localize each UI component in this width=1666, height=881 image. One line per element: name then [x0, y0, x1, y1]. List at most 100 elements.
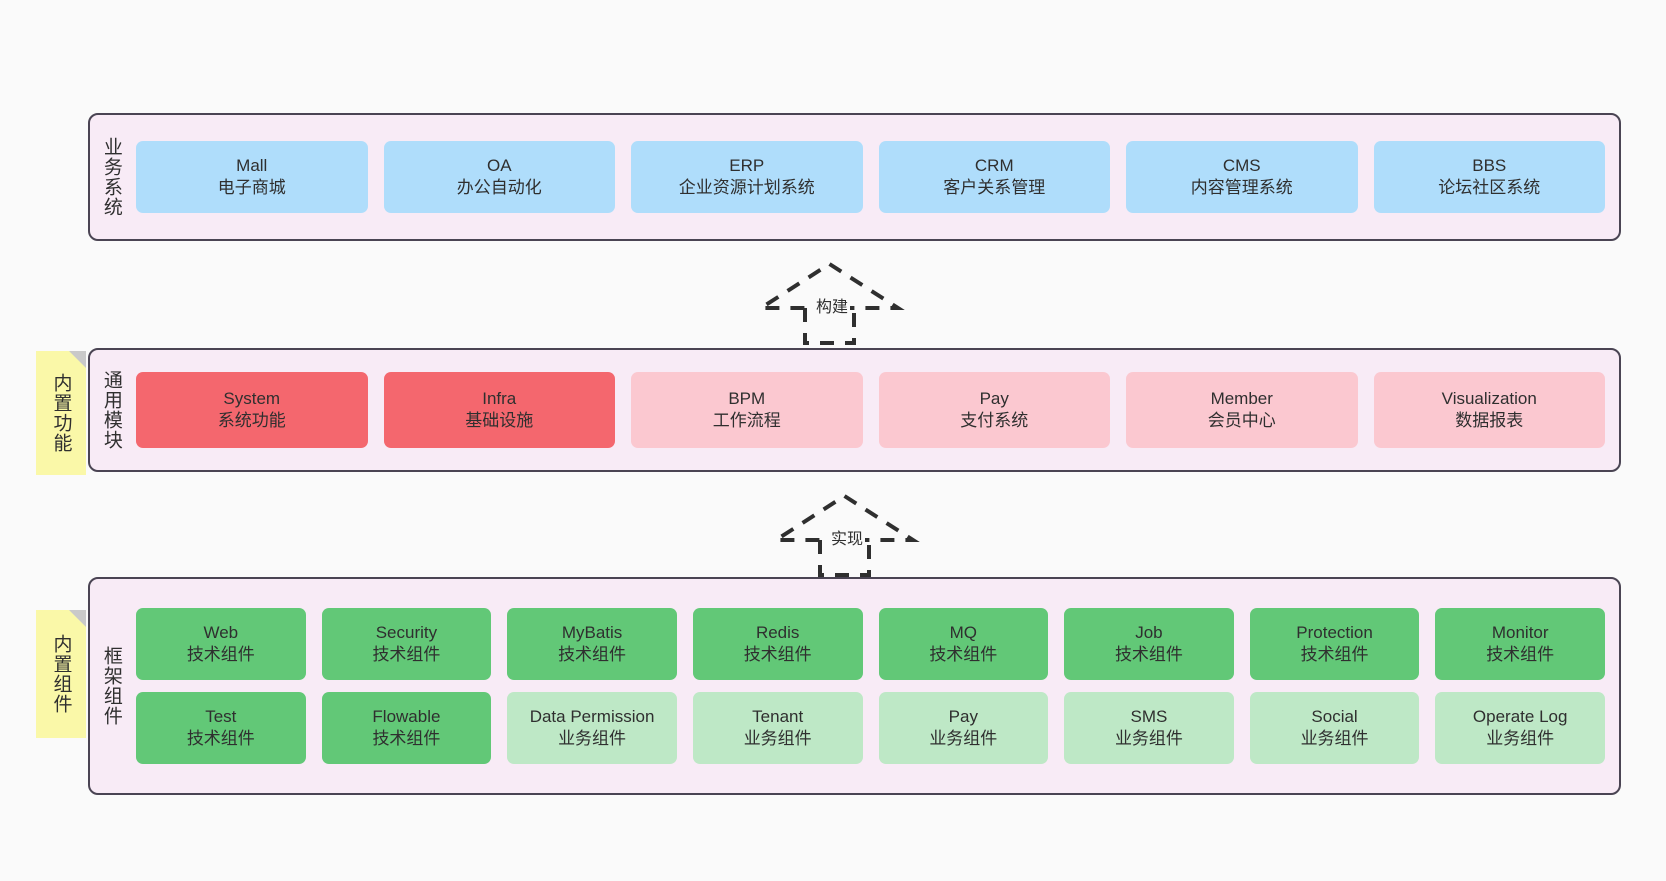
- note-builtin-components: 内置组件: [36, 610, 86, 738]
- card-subtitle: 技术组件: [186, 645, 255, 664]
- card-subtitle: 业务组件: [1300, 729, 1369, 748]
- layer-common-title: 通用模块: [100, 370, 122, 450]
- card-security[interactable]: Security 技术组件: [321, 608, 492, 680]
- card-title: SMS: [1130, 706, 1168, 726]
- card-subtitle: 技术组件: [1486, 645, 1555, 664]
- card-member[interactable]: Member 会员中心: [1126, 372, 1358, 448]
- card-title: Visualization: [1441, 388, 1537, 408]
- card-title: Web: [203, 622, 239, 642]
- card-title: Flowable: [372, 706, 441, 726]
- card-monitor[interactable]: Monitor 技术组件: [1435, 608, 1605, 680]
- card-mybatis[interactable]: MyBatis 技术组件: [507, 608, 677, 680]
- card-erp[interactable]: ERP 企业资源计划系统: [631, 141, 863, 213]
- card-mall[interactable]: Mall 电子商城: [136, 141, 368, 213]
- card-title: System: [223, 388, 281, 408]
- card-sms[interactable]: SMS 业务组件: [1064, 692, 1234, 764]
- card-subtitle: 业务组件: [558, 729, 627, 748]
- card-subtitle: 技术组件: [1300, 645, 1369, 664]
- note-fold-icon: [69, 351, 86, 368]
- connector-build: 构建: [754, 260, 905, 345]
- card-subtitle: 基础设施: [465, 411, 534, 430]
- card-title: Redis: [755, 622, 800, 642]
- layer-business-body: Mall 电子商城 OA 办公自动化 ERP 企业资源计划系统 CRM 客户关系…: [132, 115, 1619, 239]
- layer-business-title: 业务系统: [100, 137, 122, 217]
- card-tenant[interactable]: Tenant 业务组件: [692, 692, 863, 764]
- card-subtitle: 业务组件: [929, 729, 998, 748]
- connector-implement: 实现: [769, 492, 920, 577]
- note-fold-icon: [69, 610, 86, 627]
- card-subtitle: 数据报表: [1455, 411, 1524, 430]
- card-crm[interactable]: CRM 客户关系管理: [878, 141, 1110, 213]
- card-title: Pay: [979, 388, 1009, 408]
- card-subtitle: 电子商城: [217, 178, 286, 197]
- card-subtitle: 内容管理系统: [1190, 178, 1293, 197]
- card-subtitle: 技术组件: [186, 729, 255, 748]
- card-subtitle: 论坛社区系统: [1438, 178, 1541, 197]
- business-card-row: Mall 电子商城 OA 办公自动化 ERP 企业资源计划系统 CRM 客户关系…: [136, 141, 1605, 213]
- card-title: BBS: [1472, 155, 1507, 175]
- card-title: Monitor: [1491, 622, 1549, 642]
- card-cms[interactable]: CMS 内容管理系统: [1126, 141, 1358, 213]
- card-pay-component[interactable]: Pay 业务组件: [878, 692, 1049, 764]
- card-oa[interactable]: OA 办公自动化: [383, 141, 615, 213]
- card-visualization[interactable]: Visualization 数据报表: [1373, 372, 1605, 448]
- card-social[interactable]: Social 业务组件: [1249, 692, 1420, 764]
- card-title: Infra: [482, 388, 517, 408]
- card-bpm[interactable]: BPM 工作流程: [631, 372, 863, 448]
- card-title: Data Permission: [529, 706, 655, 726]
- generalization-arrowhead: [754, 261, 905, 310]
- card-redis[interactable]: Redis 技术组件: [692, 608, 863, 680]
- card-subtitle: 工作流程: [712, 411, 781, 430]
- card-subtitle: 技术组件: [558, 645, 627, 664]
- layer-framework-body: Web 技术组件 Security 技术组件 MyBatis 技术组件 Redi…: [132, 579, 1619, 793]
- layer-framework-components: 框架组件 Web 技术组件 Security 技术组件 MyBatis 技术组件…: [88, 577, 1621, 795]
- card-title: Mall: [236, 155, 268, 175]
- note-builtin-features: 内置功能: [36, 351, 86, 475]
- card-title: Tenant: [752, 706, 804, 726]
- card-protection[interactable]: Protection 技术组件: [1249, 608, 1420, 680]
- card-flowable[interactable]: Flowable 技术组件: [321, 692, 492, 764]
- card-title: Job: [1135, 622, 1163, 642]
- connector-implement-label: 实现: [829, 525, 866, 549]
- layer-common-body: System 系统功能 Infra 基础设施 BPM 工作流程 Pay 支付系统…: [132, 350, 1619, 470]
- connector-stem: [803, 308, 856, 345]
- common-card-row: System 系统功能 Infra 基础设施 BPM 工作流程 Pay 支付系统…: [136, 372, 1605, 448]
- card-pay-module[interactable]: Pay 支付系统: [878, 372, 1110, 448]
- layer-framework-title: 框架组件: [100, 646, 122, 726]
- card-bbs[interactable]: BBS 论坛社区系统: [1373, 141, 1605, 213]
- generalization-arrowhead: [769, 493, 920, 542]
- card-subtitle: 办公自动化: [456, 178, 542, 197]
- connector-stem: [818, 540, 871, 577]
- card-title: Pay: [948, 706, 978, 726]
- card-infra[interactable]: Infra 基础设施: [383, 372, 615, 448]
- card-subtitle: 技术组件: [929, 645, 998, 664]
- card-title: Security: [375, 622, 438, 642]
- note-label: 内置组件: [50, 634, 72, 714]
- card-title: ERP: [729, 155, 765, 175]
- card-title: CMS: [1222, 155, 1261, 175]
- card-title: Member: [1210, 388, 1273, 408]
- layer-common-modules: 通用模块 System 系统功能 Infra 基础设施 BPM 工作流程 Pay: [88, 348, 1621, 472]
- card-title: BPM: [728, 388, 766, 408]
- card-subtitle: 业务组件: [1114, 729, 1183, 748]
- card-title: MQ: [949, 622, 977, 642]
- card-subtitle: 业务组件: [743, 729, 812, 748]
- card-mq[interactable]: MQ 技术组件: [878, 608, 1049, 680]
- card-title: Operate Log: [1472, 706, 1568, 726]
- card-title: CRM: [974, 155, 1014, 175]
- card-subtitle: 会员中心: [1207, 411, 1276, 430]
- card-data-permission[interactable]: Data Permission 业务组件: [507, 692, 677, 764]
- card-test[interactable]: Test 技术组件: [136, 692, 306, 764]
- layer-business-systems: 业务系统 Mall 电子商城 OA 办公自动化 ERP 企业资源计划系统 CRM: [88, 113, 1621, 241]
- card-subtitle: 支付系统: [960, 411, 1029, 430]
- card-title: MyBatis: [561, 622, 623, 642]
- card-title: Test: [205, 706, 237, 726]
- card-web[interactable]: Web 技术组件: [136, 608, 306, 680]
- card-subtitle: 企业资源计划系统: [678, 178, 815, 197]
- card-job[interactable]: Job 技术组件: [1064, 608, 1234, 680]
- card-operate-log[interactable]: Operate Log 业务组件: [1435, 692, 1605, 764]
- framework-biz-row: Test 技术组件 Flowable 技术组件 Data Permission …: [136, 692, 1605, 764]
- card-subtitle: 技术组件: [372, 729, 441, 748]
- card-system[interactable]: System 系统功能: [136, 372, 368, 448]
